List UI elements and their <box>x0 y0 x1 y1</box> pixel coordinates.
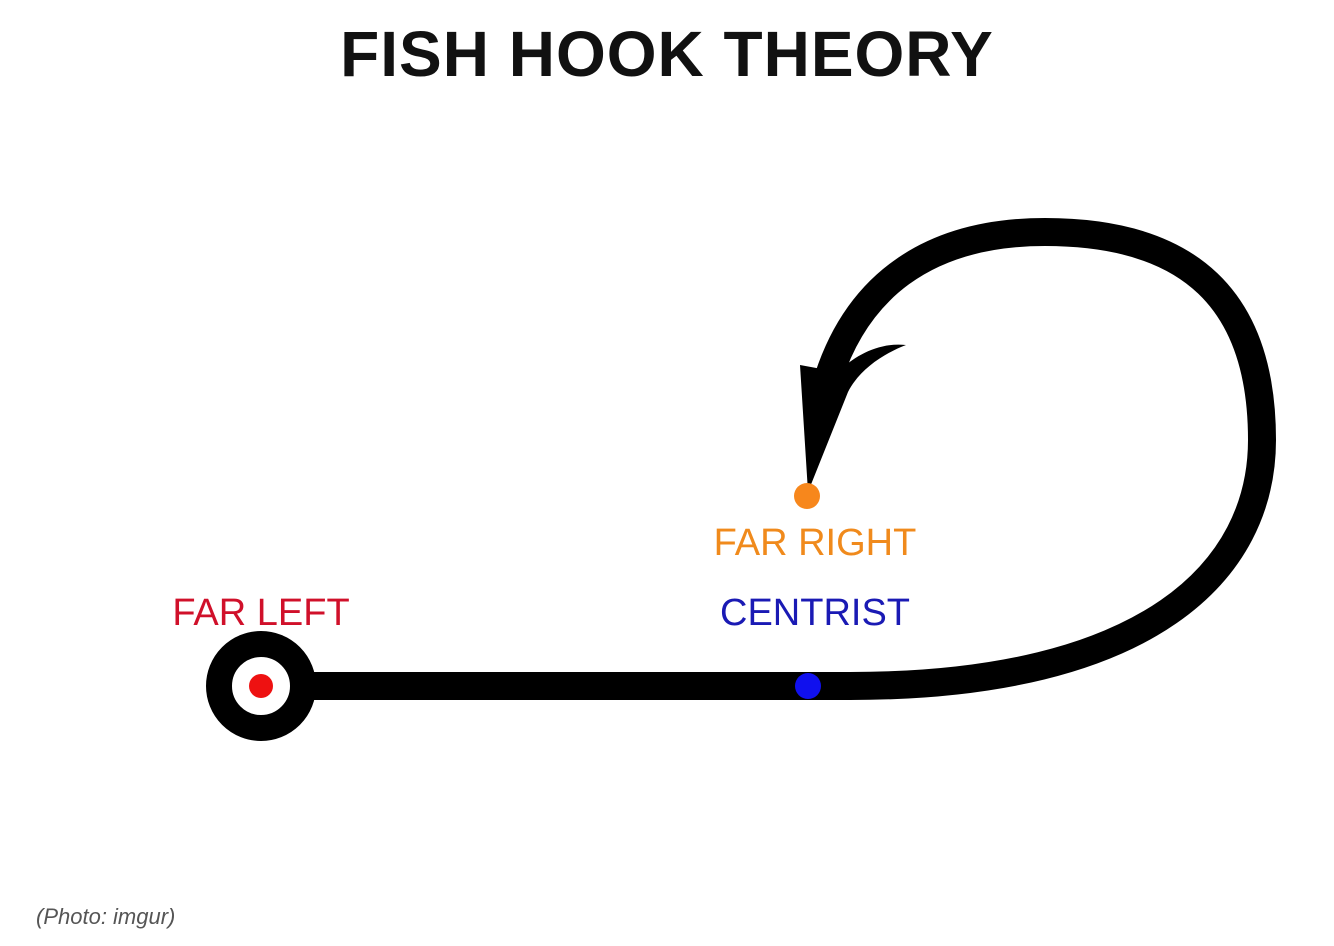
far-left-dot <box>249 674 273 698</box>
centrist-label: CENTRIST <box>720 592 910 634</box>
hook-line <box>300 217 1277 700</box>
centrist-dot <box>795 673 821 699</box>
far-left-label: FAR LEFT <box>172 592 349 634</box>
hook-barb <box>800 344 906 492</box>
far-right-label: FAR RIGHT <box>714 522 917 564</box>
far-right-dot <box>794 483 820 509</box>
photo-credit: (Photo: imgur) <box>36 904 176 929</box>
hook-eye-ring <box>206 631 316 741</box>
page-title: FISH HOOK THEORY <box>340 18 994 90</box>
